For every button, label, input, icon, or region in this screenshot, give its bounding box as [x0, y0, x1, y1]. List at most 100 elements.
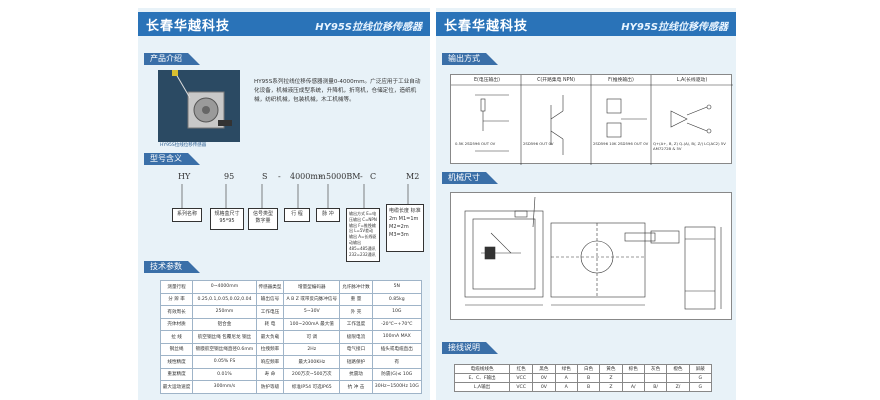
output-mode-title: L,A(长线驱动)	[676, 78, 708, 83]
code-part: HY	[178, 172, 191, 181]
output-circuit-diagrams: E(电压输出) 0.5K 2SD596 OUT 0V C(开路集电 NPN) 2SD5…	[450, 74, 733, 165]
spec-cell: 0~4000mm	[192, 280, 257, 294]
wiring-cell: 绿色	[554, 364, 578, 374]
spec-cell: 最大300KHz	[283, 355, 341, 369]
code-box-series: 系列名称	[172, 208, 202, 222]
spec-cell: 防护等级	[255, 380, 285, 394]
output-mode-labels: 2SD596 OUT 0V	[523, 141, 554, 146]
wiring-cell: A	[554, 373, 578, 383]
spec-cell: 5N	[371, 280, 423, 294]
spec-cell: 壳体材质	[159, 317, 194, 331]
spec-cell: 0.01%	[192, 367, 257, 381]
left-page: 长春华越科技 HY95S拉线位移传感器 产品介绍 HY95S拉线位移传感器 HY…	[138, 8, 430, 400]
brand-header: 长春华越科技 HY95S拉线位移传感器	[138, 12, 430, 36]
brand-header-right: 长春华越科技 HY95S拉线位移传感器	[436, 12, 736, 36]
spec-cell: 250mm	[192, 305, 257, 319]
wiring-cell: VCC	[509, 373, 534, 383]
spec-cell: 传感器类型	[255, 280, 285, 294]
code-box-pulse: 脉 冲	[316, 208, 340, 222]
spec-cell: 有	[371, 355, 423, 369]
wiring-cell: 红色	[509, 364, 534, 374]
code-box-signal: 信号类型 数字量	[248, 208, 278, 230]
spec-cell: 铝合金	[192, 317, 257, 331]
mechanical-drawing	[450, 192, 732, 320]
section-intro-heading: 产品介绍	[144, 53, 200, 65]
right-page: 长春华越科技 HY95S拉线位移传感器 输出方式	[436, 8, 736, 400]
wiring-header-row: 电缆线线色红色黑色绿色白色黄色棕色灰色橙色屏蔽	[453, 364, 713, 374]
section-mechanical-heading: 机械尺寸	[442, 172, 498, 184]
spec-cell: 增量型编码器	[283, 280, 341, 294]
section-outputs-heading: 输出方式	[442, 53, 498, 65]
wiring-cell	[621, 373, 645, 383]
output-mode-title: F(推挽输出)	[608, 78, 634, 83]
spec-cell: 重 量	[339, 292, 373, 306]
output-mode-title: E(电压输出)	[474, 78, 500, 83]
spec-cell: 最大运动速度	[159, 380, 194, 394]
spec-cell: 防震(G)≤ 10G	[371, 367, 423, 381]
output-mode-title: C(开路集电 NPN)	[537, 78, 575, 83]
wiring-cell: G	[688, 382, 713, 392]
wiring-cell: 屏蔽	[688, 364, 713, 374]
wiring-cell: B/	[643, 382, 668, 392]
wiring-cell: 棕色	[621, 364, 645, 374]
spec-cell: 抗 冲 击	[339, 380, 373, 394]
wiring-cell: 黑色	[532, 364, 556, 374]
spec-cell: 100mA MAX	[371, 330, 423, 344]
spec-cell: 允许脉冲计数	[339, 280, 373, 294]
code-part: 4000mm	[290, 172, 326, 181]
code-box-size: 规格盒尺寸 95*95	[210, 208, 244, 230]
product-image: HY95S拉线位移传感器	[158, 70, 240, 148]
spec-cell: 分 辨 率	[159, 292, 194, 306]
wiring-cell: 0V	[532, 382, 556, 392]
spec-cell: 极限电流	[339, 330, 373, 344]
wiring-cell: 电缆线线色	[453, 364, 511, 374]
wiring-cell: Z	[599, 382, 623, 392]
wiring-cell: A	[554, 382, 578, 392]
output-mode-labels: 0.5K 2SD596 OUT 0V	[455, 141, 496, 146]
spec-cell: 2Hz	[283, 342, 341, 356]
code-part: C	[370, 172, 377, 181]
wiring-cell: E、C、F输出	[453, 373, 511, 383]
spec-cell: 镀膜航空钢丝绳直径0.6mm	[192, 342, 257, 356]
code-part: 5000BM	[326, 172, 361, 181]
code-box-cable: 电缆长度 标准2m M1=1m M2=2m M3=3m	[386, 204, 424, 252]
spec-cell: 工作电压	[255, 305, 285, 319]
spec-cell: 10G	[371, 305, 423, 319]
wiring-cell	[643, 373, 668, 383]
spec-cell: 抗震动	[339, 367, 373, 381]
model-code-connectors	[181, 184, 409, 212]
model-title: HY95S拉线位移传感器	[315, 22, 422, 33]
section-model-code-heading: 型号含义	[144, 153, 200, 165]
spec-cell: 工作温度	[339, 317, 373, 331]
code-part: -	[360, 172, 363, 181]
spec-cell: 线性精度	[159, 355, 194, 369]
spec-cell: 0.85kg	[371, 292, 423, 306]
spec-cell: 拉 线	[159, 330, 194, 344]
wiring-cell: B	[576, 382, 601, 392]
spec-cell: 重复精度	[159, 367, 194, 381]
spec-cell: 航空钢丝绳 包覆尼龙 钢丝	[192, 330, 257, 344]
code-part: S	[262, 172, 268, 181]
spec-cell: 插头或电缆直出	[371, 342, 423, 356]
code-part: -	[278, 172, 281, 181]
wiring-cell: A/	[621, 382, 645, 392]
spec-cell: 外 壳	[339, 305, 373, 319]
spec-cell: 200万次~500万次	[283, 367, 341, 381]
brand-name: 长春华越科技	[146, 19, 231, 34]
output-mode-labels: Q+(A+, B, Z) Q-(A/, B/, Z/) LC(AC2) 5V A…	[653, 141, 726, 151]
spec-cell: 拉拽频率	[255, 342, 285, 356]
wiring-cell: 灰色	[643, 364, 668, 374]
spec-cell: 寿 命	[255, 367, 285, 381]
spec-cell: 电气接口	[339, 342, 373, 356]
intro-text: HY95S系列拉线位移传感器测量0-4000mm。广泛应用于工业自动化设备，机械…	[254, 79, 421, 103]
